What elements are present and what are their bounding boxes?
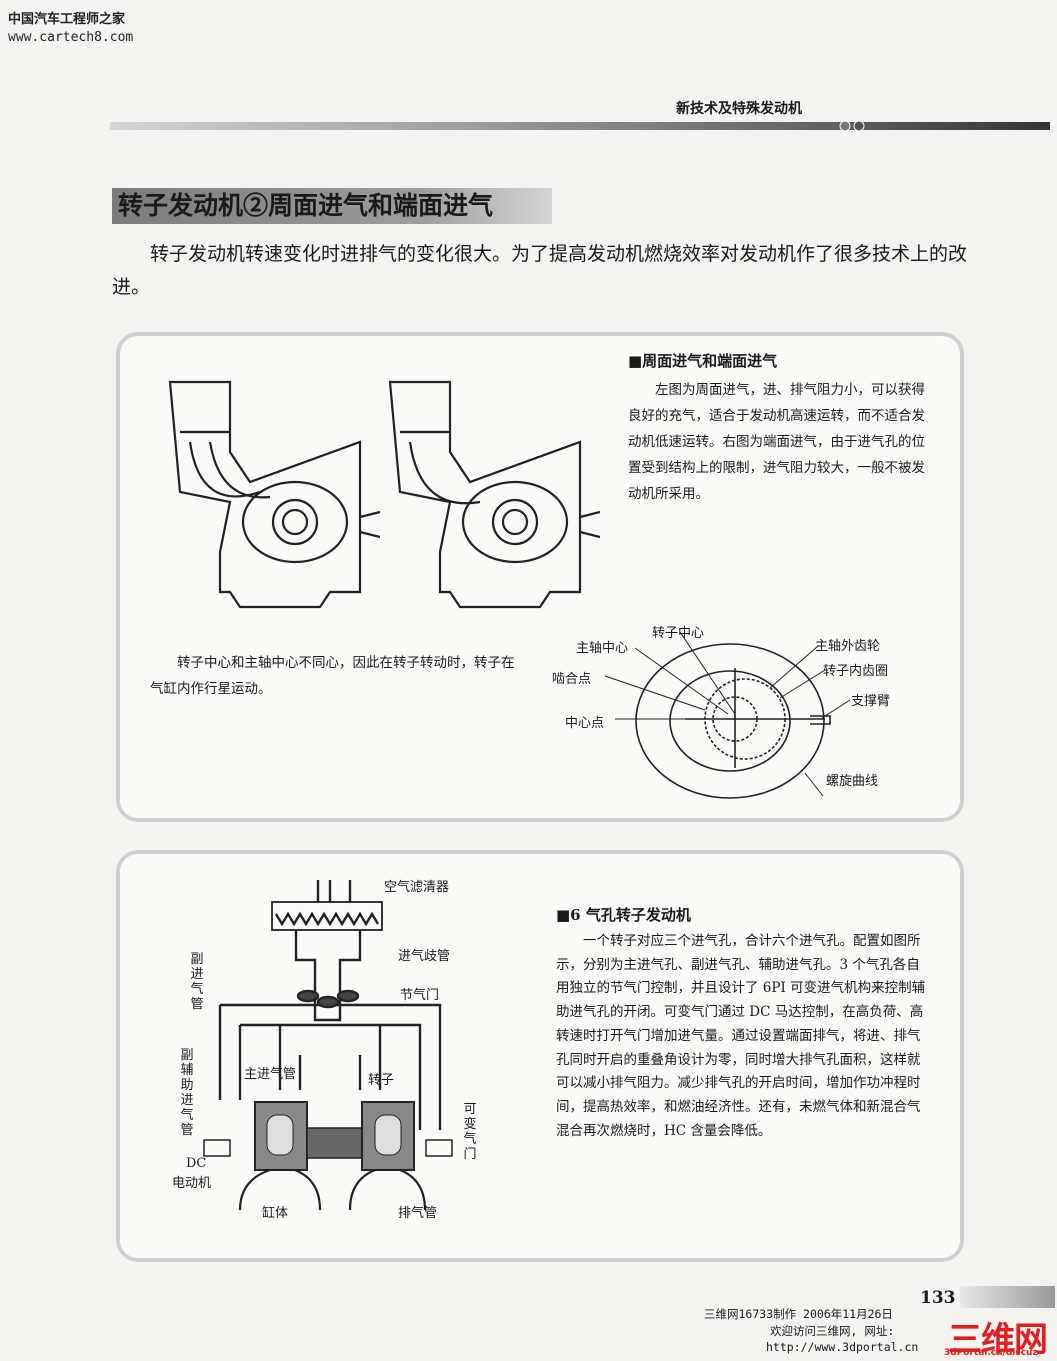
label-shaft-gear: 主轴外齿轮 <box>815 639 881 654</box>
panel1-caption: 转子中心和主轴中心不同心，因此在转子转动时，转子在气缸内作行星运动。 <box>150 655 515 697</box>
panel1-subtitle: ■周面进气和端面进气 <box>628 352 778 370</box>
label-rotor-center: 转子中心 <box>652 626 705 641</box>
label-dc-motor-line1: DC <box>186 1156 207 1171</box>
footer-line1: 三维网16733制作 2006年11月26日 <box>704 1307 893 1321</box>
label-variable-valve: 可变气门 <box>463 1102 477 1162</box>
footer-url: http://www.3dportal.cn <box>766 1340 919 1354</box>
watermark-site-name: 中国汽车工程师之家 <box>8 12 126 27</box>
header-rule <box>110 122 1050 130</box>
panel-intake-types <box>116 332 964 822</box>
footer-logo-subtext: 3dPortal.cn/discuz <box>944 1348 1038 1358</box>
label-shaft-center: 主轴中心 <box>576 641 629 656</box>
footer-logo: 三维网 <box>948 1320 1048 1360</box>
label-secondary-pipe: 副进气管 <box>190 952 204 1012</box>
page-number-bar <box>960 1286 1055 1308</box>
panel2-body: 一个转子对应三个进气孔，合计六个进气孔。配置如图所示，分别为主进气孔、副进气孔、… <box>556 933 926 1139</box>
planetary-motion-diagram <box>604 631 851 799</box>
peripheral-side-port-diagram <box>168 380 600 609</box>
label-rotor-gear: 转子内齿圈 <box>823 664 889 679</box>
label-mesh-point: 啮合点 <box>552 672 592 687</box>
panel1-body: 左图为周面进气，进、排气阻力小，可以获得良好的充气，适合于发动机高速运转，而不适… <box>628 382 925 502</box>
label-throttle: 节气门 <box>400 988 440 1003</box>
six-port-engine-diagram <box>203 880 453 1210</box>
intro-paragraph: 转子发动机转速变化时进排气的变化很大。为了提高发动机燃烧效率对发动机作了很多技术… <box>112 243 968 298</box>
label-cylinder: 缸体 <box>262 1206 289 1221</box>
page-number: 133 <box>920 1288 956 1308</box>
label-aux-pipe: 副辅助进气管 <box>180 1048 194 1138</box>
label-main-pipe: 主进气管 <box>244 1067 297 1082</box>
label-dc-motor-line2: 电动机 <box>172 1176 212 1191</box>
label-spiral: 螺旋曲线 <box>826 774 879 789</box>
label-exhaust: 排气管 <box>398 1206 438 1221</box>
panel2-subtitle: ■6 气孔转子发动机 <box>556 906 691 924</box>
label-center-point: 中心点 <box>565 716 605 731</box>
label-air-filter: 空气滤清器 <box>384 880 450 895</box>
watermark-site-url: www.cartech8.com <box>8 30 134 45</box>
page-title: 转子发动机②周面进气和端面进气 <box>112 188 552 224</box>
panel-six-port-engine <box>116 850 964 1262</box>
label-rotor: 转子 <box>368 1073 395 1088</box>
footer-line2: 欢迎访问三维网, 网址: <box>770 1324 895 1338</box>
label-support-arm: 支撑臂 <box>851 694 891 709</box>
header-dots-decoration <box>839 120 865 132</box>
label-intake-manifold: 进气歧管 <box>398 949 451 964</box>
section-header: 新技术及特殊发动机 <box>676 101 802 117</box>
